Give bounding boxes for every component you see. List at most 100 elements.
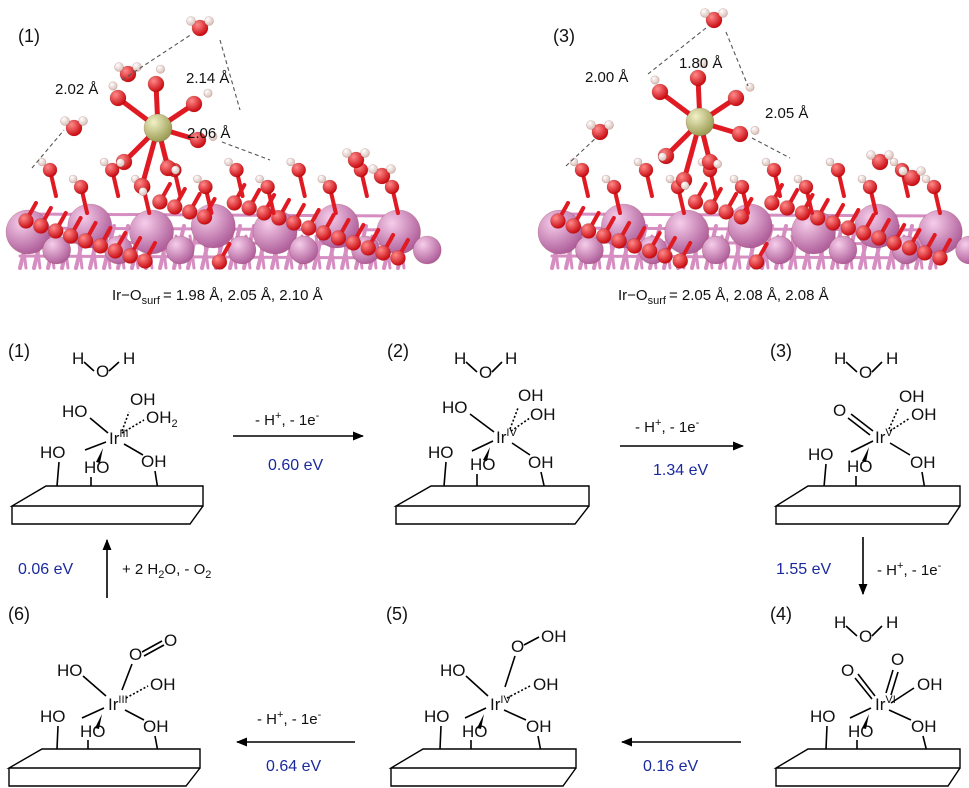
ligand-ho-4b: HO (848, 722, 874, 741)
oxygen-atom (92, 238, 109, 254)
hydrogen-bond-dash (751, 137, 791, 159)
distance-label-1c: 2.06 Å (187, 125, 230, 142)
oxygen-atom (390, 250, 406, 266)
surface-metal-atom (227, 235, 257, 265)
step-energy-3: 1.55 eV (776, 561, 831, 578)
model-bond (18, 254, 404, 260)
ligand-oh-2b: OH (530, 405, 556, 424)
metal-4: IrVI (875, 694, 896, 714)
metal-5: IrIV (490, 694, 511, 714)
surface-metal-atom (601, 203, 646, 249)
oxygen-atom (651, 83, 669, 101)
ligand-bonds-3 (823, 413, 926, 495)
state-label-3: (3) (770, 341, 792, 361)
oxygen-atom (286, 215, 302, 231)
state-label-6: (6) (8, 604, 30, 624)
hydrogen-atom (665, 174, 675, 184)
oxygen-atom (702, 199, 719, 215)
ligand-oh-2c: OH (528, 453, 554, 472)
oxygen-atom (271, 210, 287, 226)
hydrogen-atom (386, 164, 396, 174)
ligand-bonds-2 (443, 413, 546, 495)
oxygen-atom (731, 125, 749, 143)
oxygen-atom (185, 95, 203, 113)
step-arrow-4-5: 0.16 eV (620, 737, 741, 775)
oxygen-atom (855, 225, 872, 241)
slab-1 (9, 485, 204, 525)
wedge-bond-1 (96, 448, 103, 463)
ligand-ho-2c: HO (470, 455, 496, 474)
hydrogen-atom (793, 174, 803, 184)
wedge-bond-5 (477, 714, 484, 729)
surface-bond-text-3: Ir−Osurf= 2.05 Å, 2.08 Å, 2.08 Å (618, 287, 829, 307)
step-condition-3: - H+, - 1e- (877, 560, 942, 579)
state-label-4: (4) (770, 604, 792, 624)
water-bonds-1 (83, 361, 120, 372)
step-energy-1: 0.60 eV (268, 457, 323, 474)
panel-label-1: (1) (18, 26, 40, 46)
surface-bond-text-1: Ir−Osurf= 1.98 Å, 2.05 Å, 2.10 Å (112, 287, 323, 307)
ligand-bonds-6 (56, 675, 159, 758)
water-oxygen-atom (871, 153, 889, 171)
ligand-o-5: O (511, 637, 524, 656)
ligand-ho-5c: HO (462, 722, 488, 741)
ligand-ho-6b: HO (40, 707, 66, 726)
metal-1: IrIII (109, 428, 129, 448)
hydrogen-atom (224, 157, 233, 167)
wedge-bond-2 (483, 447, 490, 461)
oxygen-atom (345, 235, 362, 251)
surface-metal-atom (955, 235, 969, 265)
oxygen-atom (375, 245, 391, 261)
step-arrow-3-4: 1.55 eV - H+, - 1e- (776, 537, 942, 596)
water-h-3b: H (886, 349, 898, 368)
ligand-ho-1c: HO (84, 458, 110, 477)
water-o-3: O (859, 363, 872, 382)
state-3: (3) H O H IrV O OH OH HO HO OH (770, 341, 961, 525)
hydrogen-atom (203, 88, 213, 98)
metal-2: IrIV (496, 427, 517, 447)
ligand-ho-5a: HO (440, 661, 466, 680)
hash-bond-6 (125, 685, 149, 699)
oxygen-atom (779, 200, 796, 216)
oxygen-atom (360, 240, 377, 256)
hydrogen-atom (368, 164, 378, 174)
water-oxygen-atom (65, 119, 83, 137)
hydrogen-atom (68, 174, 78, 184)
oxygen-atom (189, 131, 207, 149)
slab-3 (773, 485, 961, 525)
step-condition-2: - H+, - 1e- (635, 417, 700, 436)
state-label-2: (2) (387, 341, 409, 361)
water-h-4a: H (834, 613, 846, 632)
metal-3: IrV (875, 427, 893, 447)
hydrogen-bond-dash (565, 135, 599, 167)
hash-bond-5 (506, 685, 531, 699)
hydrogen-atom (857, 174, 867, 184)
wedge-bond-3 (862, 447, 869, 462)
oxygen-atom (18, 213, 34, 229)
oxygen-atom (871, 230, 887, 246)
water-oxygen-atom (347, 151, 365, 169)
oxygen-atom (109, 89, 127, 107)
hydrogen-atom (116, 158, 126, 168)
water-h-2a: H (454, 349, 466, 368)
step-condition-6: + 2 H2O, - O2 (122, 561, 211, 581)
water-h-3a: H (834, 349, 846, 368)
ligand-oh-2a: OH (518, 386, 544, 405)
ligand-oh-6a: OH (150, 675, 176, 694)
hydrogen-atom (884, 150, 894, 160)
hydrogen-atom (360, 148, 370, 158)
oxygen-atom (689, 69, 707, 87)
oxygen-atom (718, 204, 734, 220)
ligand-oh-4b: OH (911, 717, 937, 736)
step-energy-5: 0.64 eV (266, 758, 321, 775)
oxygen-atom (315, 225, 332, 241)
panel-label-3: (3) (553, 26, 575, 46)
hydrogen-atom (718, 8, 728, 18)
oxygen-atom (384, 179, 400, 195)
hydrogen-atom (156, 64, 166, 74)
hydrogen-atom (825, 157, 835, 167)
oxygen-atom (226, 195, 243, 211)
slab-2 (393, 485, 590, 525)
oxygen-atom (886, 235, 902, 251)
